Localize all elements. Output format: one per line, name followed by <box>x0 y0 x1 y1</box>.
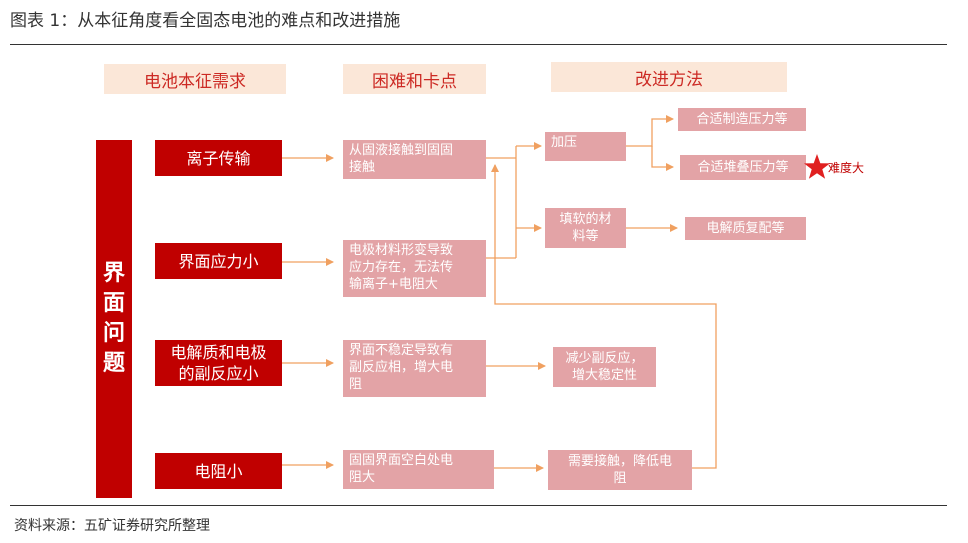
difficulty-unstable-interface: 界面不稳定导致有 副反应相，增大电 阻 <box>343 340 486 397</box>
header-methods: 改进方法 <box>551 62 787 92</box>
category-char: 问 <box>102 321 125 346</box>
header-needs: 电池本征需求 <box>104 64 286 94</box>
top-rule <box>10 44 947 45</box>
method-soft-material: 填软的材 料等 <box>545 208 626 248</box>
outcome-electrolyte-blending: 电解质复配等 <box>685 217 806 240</box>
category-char: 面 <box>102 291 125 316</box>
difficulty-annotation: 难度大 <box>828 161 865 175</box>
source-note: 资料来源：五矿证券研究所整理 <box>14 518 210 534</box>
category-char: 界 <box>102 261 125 286</box>
method-reduce-side-reaction: 减少副反应， 增大稳定性 <box>553 347 656 387</box>
method-improve-contact: 需要接触，降低电 阻 <box>548 450 692 490</box>
arrow-jiaya-out1 <box>626 115 674 147</box>
header-difficulties: 困难和卡点 <box>343 64 486 94</box>
difficulty-electrode-deformation: 电极材料形变导致 应力存在，无法传 输离子+电阻大 <box>343 240 486 297</box>
outcome-stacking-pressure: 合适堆叠压力等 <box>680 155 806 180</box>
need-low-interface-stress: 界面应力小 <box>155 243 282 279</box>
need-low-side-reaction: 电解质和电极 的副反应小 <box>155 340 282 386</box>
outcome-manufacturing-pressure: 合适制造压力等 <box>678 108 806 131</box>
need-ion-transport: 离子传输 <box>155 140 282 176</box>
arrow-method4-loop <box>491 164 717 469</box>
star-icon <box>804 154 830 179</box>
arrow-jiaya-out2 <box>651 146 674 171</box>
figure-title: 图表 1：从本征角度看全固态电池的难点和改进措施 <box>10 11 401 31</box>
bottom-rule <box>10 505 947 506</box>
category-bar: 界 面 问 题 <box>96 140 132 498</box>
method-pressurize: 加压 <box>545 132 626 161</box>
difficulty-void-resistance: 固固界面空白处电 阻大 <box>343 450 494 489</box>
category-char: 题 <box>102 351 125 376</box>
need-low-resistance: 电阻小 <box>155 453 282 489</box>
difficulty-solid-contact: 从固液接触到固固 接触 <box>343 140 486 179</box>
